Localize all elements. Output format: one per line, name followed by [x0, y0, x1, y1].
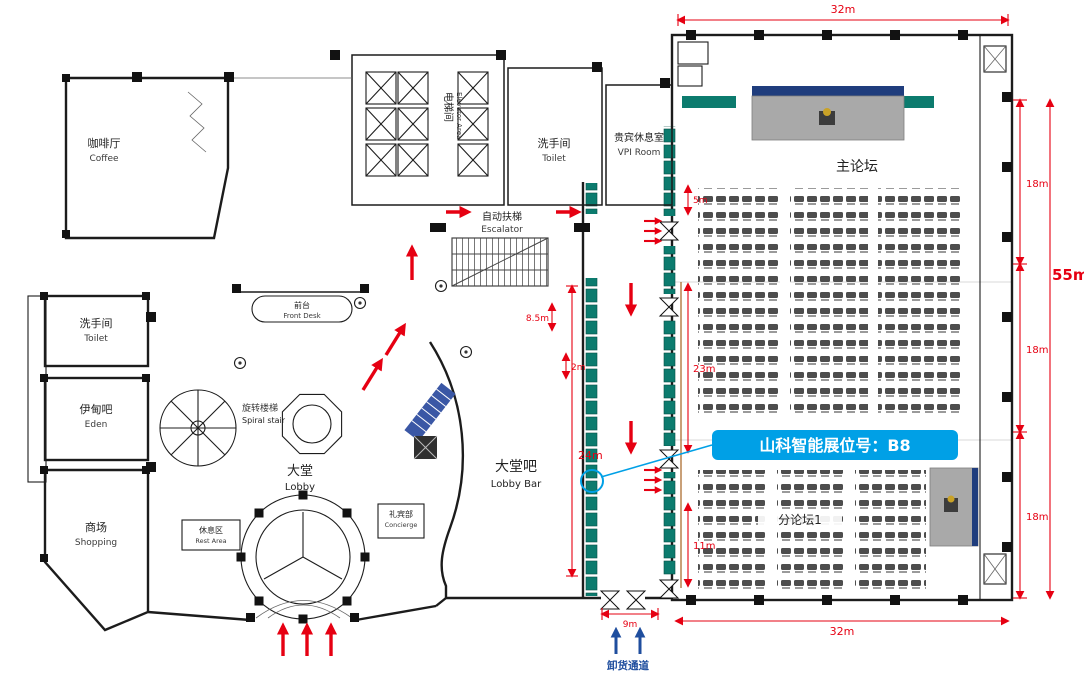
label-coffee-en: Coffee	[89, 154, 119, 164]
flow-arrows	[276, 205, 663, 656]
stage-side-booths-left	[682, 96, 736, 108]
sub-forum-seating	[698, 470, 926, 594]
label-lobby-bar-en: Lobby Bar	[491, 479, 542, 490]
dim-corridor-24m: 24m	[578, 449, 603, 462]
concierge-box	[377, 503, 425, 539]
label-eden-en: Eden	[85, 420, 108, 430]
dark-floor-feature	[413, 435, 438, 460]
label-front-desk-en: Front Desk	[283, 312, 321, 320]
lobby-bar-curved-wall	[428, 341, 583, 600]
unloading-passage: 卸货通道	[607, 626, 649, 672]
booth-callout: 山科智能展位号：B8	[580, 430, 958, 493]
elevator-block: 电梯间 Elevator Area	[351, 54, 505, 206]
label-lobby-en: Lobby	[285, 482, 315, 493]
callout-box	[712, 430, 958, 460]
label-sub-forum: 分论坛1	[778, 513, 822, 527]
dim-right-18m-c: 18m	[1026, 512, 1048, 523]
dim-top-32m: 32m	[831, 3, 856, 16]
eden-room	[43, 376, 150, 462]
stage-backdrop	[752, 86, 904, 96]
entrance	[147, 597, 447, 622]
dim-right-18m-a: 18m	[1026, 179, 1048, 190]
dimensions: 32m 18m 18m 18m 55m 5m 23m 11m 24m 2m 8.…	[526, 3, 1084, 638]
elevator-cells	[365, 71, 489, 177]
label-spiral-zh: 旋转楼梯	[242, 402, 278, 414]
label-lobby-bar-zh: 大堂吧	[495, 459, 537, 475]
label-shopping-zh: 商场	[85, 520, 107, 534]
label-coffee-zh: 咖啡厅	[88, 136, 121, 150]
dim-8-5m: 8.5m	[526, 314, 549, 324]
label-toilet-left-en: Toilet	[83, 334, 108, 344]
exhibition-corridor	[581, 126, 682, 610]
sub-forum-stage	[929, 467, 979, 547]
label-eden-zh: 伊甸吧	[80, 403, 113, 416]
lobby-area	[147, 279, 583, 624]
label-concierge-en: Concierge	[385, 521, 418, 529]
label-toilet-top-zh: 洗手间	[538, 136, 571, 150]
ramp	[404, 382, 456, 442]
label-rest-en: Rest Area	[195, 537, 226, 545]
dim-bottom-32m: 32m	[830, 625, 855, 638]
service-cell-bottom	[983, 553, 1007, 585]
front-desk	[251, 295, 353, 323]
bowtie-columns	[599, 221, 680, 610]
label-escalator-en: Escalator	[481, 225, 523, 235]
dim-right-18m-b: 18m	[1026, 345, 1048, 356]
dim-right-55m: 55m	[1052, 266, 1084, 284]
label-shopping-en: Shopping	[75, 538, 117, 548]
dim-gate-5m: 5m	[693, 196, 708, 206]
spiral-stair	[159, 389, 237, 467]
service-cell-top	[983, 45, 1007, 73]
podium-top-icon	[823, 108, 831, 116]
toilet-top-room	[507, 67, 603, 206]
label-elevator-en: Elevator Area	[455, 92, 463, 139]
callout-leader-line	[600, 444, 713, 478]
label-main-forum: 主论坛	[836, 159, 878, 175]
label-concierge-zh: 礼宾部	[389, 509, 413, 519]
dim-dock-9m: 9m	[623, 620, 638, 630]
planters	[233, 279, 473, 370]
room-labels: 咖啡厅 Coffee 洗手间 Toilet 贵宾休息室 VPI Room 自动扶…	[75, 131, 878, 548]
octagon-feature	[281, 393, 343, 455]
escalator	[430, 223, 590, 287]
label-front-desk-zh: 前台	[294, 300, 310, 310]
label-escalator-zh: 自动扶梯	[482, 210, 522, 223]
dim-2m: 2m	[571, 363, 586, 373]
vip-room	[605, 84, 673, 206]
podium-icon	[819, 111, 835, 125]
label-toilet-top-en: Toilet	[541, 154, 566, 164]
rest-area-box	[181, 519, 241, 551]
label-vip-zh: 贵宾休息室	[614, 131, 664, 144]
label-lobby-zh: 大堂	[287, 464, 313, 479]
main-forum-seating	[698, 188, 960, 418]
dim-lower-11m: 11m	[693, 541, 715, 552]
stage-side-booths-right	[902, 96, 934, 108]
label-spiral-en: Spiral stair	[242, 416, 286, 425]
label-unloading: 卸货通道	[607, 659, 649, 672]
west-rooms	[27, 76, 230, 632]
label-vip-en: VPI Room	[618, 148, 661, 158]
dim-mid-23m: 23m	[693, 364, 715, 375]
main-forum-stage	[682, 86, 934, 141]
coffee-room	[64, 76, 230, 240]
label-rest-zh: 休息区	[199, 525, 223, 535]
lobby-centerpiece	[236, 490, 370, 624]
booth-strips	[585, 126, 676, 596]
callout-text: 山科智能展位号：B8	[759, 436, 910, 455]
columns	[40, 30, 1012, 622]
shopping-room	[43, 468, 150, 632]
label-toilet-left-zh: 洗手间	[80, 316, 113, 330]
toilet-left-room	[43, 294, 150, 368]
b8-booth-circle	[580, 469, 604, 493]
conference-hall	[670, 33, 1014, 602]
label-elevator-zh: 电梯间	[442, 92, 455, 122]
